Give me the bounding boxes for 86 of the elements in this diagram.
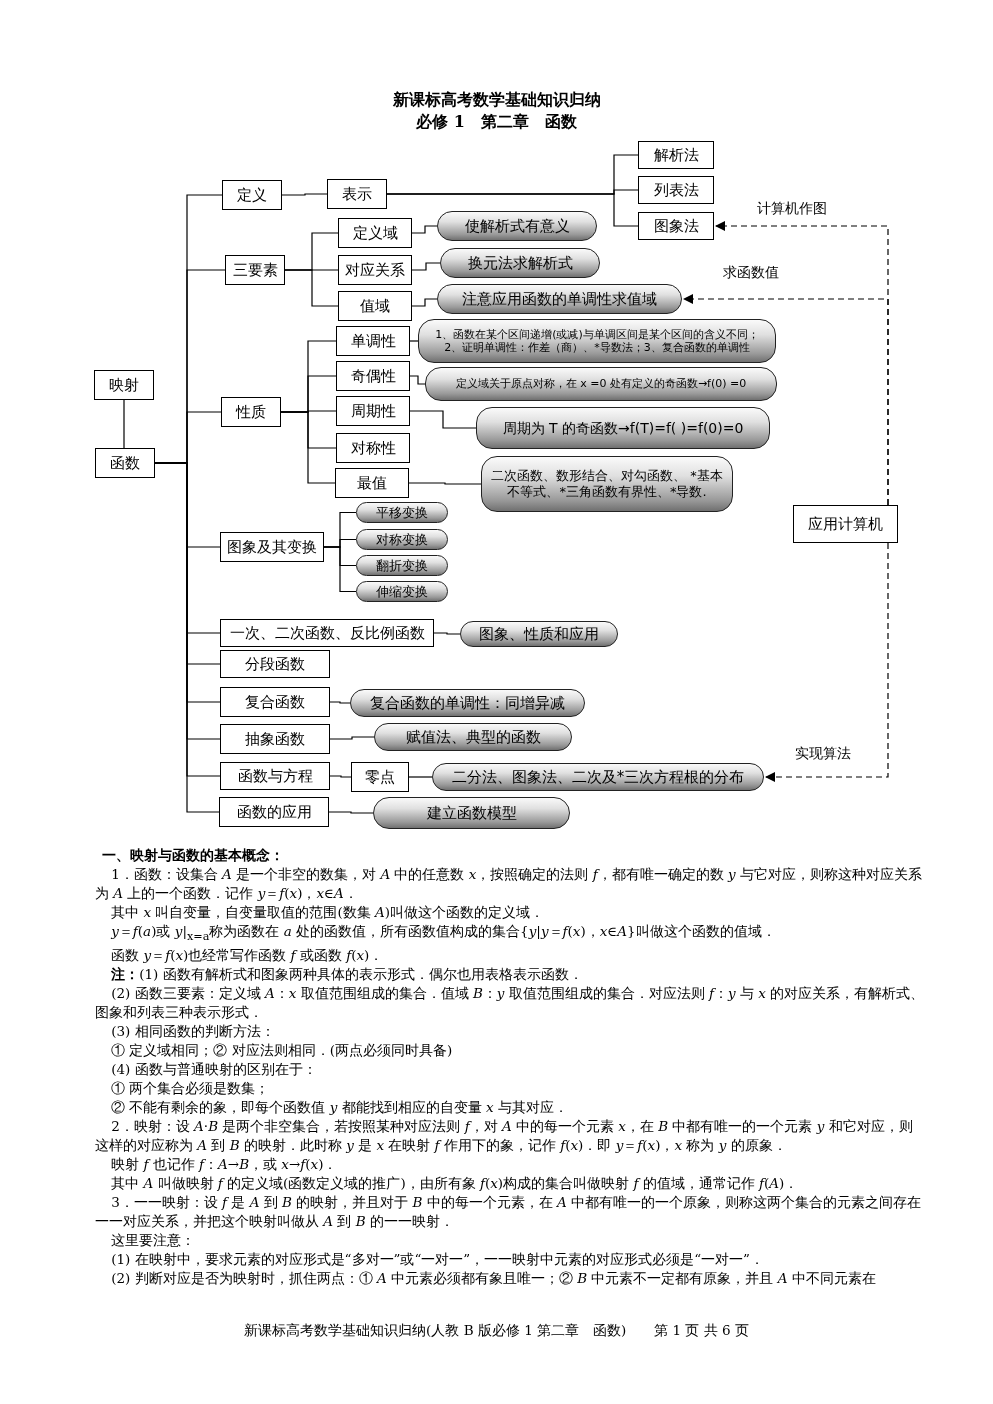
connector-line xyxy=(411,262,441,271)
concept-box: 单调性 xyxy=(336,326,410,356)
paragraph: 注：(1) 函数有解析式和图象两种具体的表示形式．偶尔也用表格表示函数． xyxy=(110,964,584,984)
paragraph: (2) 判断对应是否为映射时，抓住两点：① A 中元素必须都有象且唯一；② B 中元素不一定都有原象，并且 A 中不同元素在 xyxy=(110,1268,877,1288)
connector-line xyxy=(329,736,375,740)
concept-box: 图象法 xyxy=(638,212,714,240)
paragraph: ① 两个集合必须是数集； xyxy=(110,1078,271,1098)
paragraph: (4) 函数与普通映射的区别在于： xyxy=(110,1059,318,1079)
paragraph: (3) 相同函数的判断方法： xyxy=(110,1021,276,1041)
connector-line xyxy=(284,269,339,307)
note-pill: 赋值法、典型的函数 xyxy=(374,723,572,751)
note-pill: 图象、性质和应用 xyxy=(460,621,618,647)
connector-line xyxy=(408,776,433,778)
paragraph: 这里要注意： xyxy=(110,1230,197,1250)
connector-line xyxy=(281,193,328,196)
paragraph: ① 定义域相同；② 对应法则相同．(两点必须同时具备) xyxy=(110,1040,454,1060)
note-pill: 换元法求解析式 xyxy=(440,248,600,278)
connector-line xyxy=(411,298,438,307)
connector-line xyxy=(329,701,351,704)
concept-box: 图象及其变换 xyxy=(220,532,324,562)
dashed-arrow xyxy=(765,542,889,782)
note-pill: 平移变换 xyxy=(356,502,448,523)
note-pill: 使解析式有意义 xyxy=(437,211,597,241)
concept-box: 奇偶性 xyxy=(336,361,410,391)
connector-line xyxy=(409,340,419,342)
title: 新课标高考数学基础知识归纳 xyxy=(391,90,602,111)
connector-line xyxy=(408,482,482,485)
paragraph: 映射 f 也记作 f：A→B，或 x→f(x)． xyxy=(110,1154,339,1174)
concept-box: 一次、二次函数、反比例函数 xyxy=(220,619,434,647)
note-pill: 翻折变换 xyxy=(356,555,448,576)
note-pill: 二分法、图象法、二次及*三次方程根的分布 xyxy=(432,763,764,791)
note-pill: 对称变换 xyxy=(356,529,448,550)
concept-box: 映射 xyxy=(94,370,154,400)
edge-label: 实现算法 xyxy=(795,745,851,763)
concept-box: 应用计算机 xyxy=(793,505,898,543)
footer-text: 新课标高考数学基础知识归纳(人教 B 版必修 1 第二章 函数) 第 1 页 共 6 页 xyxy=(243,1322,750,1340)
connector-line xyxy=(280,411,336,484)
concept-box: 值域 xyxy=(338,291,412,321)
concept-box: 对应关系 xyxy=(338,255,412,285)
paragraph: ② 不能有剩余的象，即每个函数值 y 都能找到相应的自变量 x 与其对应． xyxy=(110,1097,569,1117)
edge-label: 求函数值 xyxy=(723,264,779,282)
concept-box: 三要素 xyxy=(225,255,285,285)
connector-line xyxy=(328,811,374,814)
concept-box: 定义 xyxy=(222,180,282,210)
note-pill: 建立函数模型 xyxy=(373,797,570,829)
concept-box: 复合函数 xyxy=(220,687,330,717)
note-pill: 伸缩变换 xyxy=(356,581,448,602)
connector-line xyxy=(411,225,438,234)
note-pill: 复合函数的单调性：同增异减 xyxy=(350,689,585,717)
dashed-arrow xyxy=(683,294,889,506)
concept-box: 表示 xyxy=(327,179,387,209)
note-pill: 二次函数、数形结合、对勾函数、 *基本不等式、*三角函数有界性、*导数. xyxy=(481,456,733,512)
connector-line xyxy=(409,410,477,429)
section-heading: 一、映射与函数的基本概念： xyxy=(100,846,285,865)
note-pill: 定义域关于原点对称，在 x =0 处有定义的奇函数→f(0) =0 xyxy=(425,367,777,401)
connector-line xyxy=(433,632,461,635)
concept-box: 零点 xyxy=(351,762,409,792)
note-pill: 周期为 T 的奇函数→f(T)=f( )=f(0)=0 xyxy=(476,407,770,449)
concept-box: 列表法 xyxy=(638,176,714,204)
connector-line xyxy=(123,399,125,449)
paragraph: 其中 A 叫做映射 f 的定义域(函数定义域的推广)，由所有象 f(x)构成的集合叫做映射 f 的值域，通常记作 f(A)． xyxy=(110,1173,800,1193)
concept-box: 函数 xyxy=(95,448,155,478)
paragraph: 3．一一映射：设 f 是 A 到 B 的映射，并且对于 B 中的每一个元素，在 A 中都有唯一的一个原象，则称这两个集合的元素之间存在一一对应关系，并把这个映射叫做从 A 到 B 的一一映射． xyxy=(95,1192,923,1231)
paragraph: y＝f(a)或 y|$_{x=a}$称为函数在 a 处的函数值，所有函数值构成的集合{y|y＝f(x)，x∈A}叫做这个函数的值域． xyxy=(110,922,777,945)
concept-box: 抽象函数 xyxy=(220,724,330,754)
edge-label: 计算机作图 xyxy=(757,200,827,218)
note-pill: 1、函数在某个区间递增(或减)与单调区间是某个区间的含义不同；2、证明单调性：作差（商）、*导数法；3、复合函数的单调性 xyxy=(418,319,776,363)
concept-box: 函数的应用 xyxy=(219,797,329,827)
paragraph: 其中 x 叫自变量，自变量取值的范围(数集 A)叫做这个函数的定义域． xyxy=(110,903,545,922)
concept-box: 对称性 xyxy=(336,433,410,463)
connector-line xyxy=(323,546,357,593)
paragraph: (2) 函数三要素：定义域 A：x 取值范围组成的集合．值域 B：y 取值范围组成的集合．对应法则 f：y 与 x 的对应关系，有解析式、图象和列表三种表示形式． xyxy=(95,983,925,1022)
concept-box: 解析法 xyxy=(638,141,714,169)
concept-box: 分段函数 xyxy=(220,650,330,678)
note-pill: 注意应用函数的单调性求值域 xyxy=(437,284,682,314)
paragraph: 函数 y＝f(x)也经常写作函数 f 或函数 f(x)． xyxy=(110,945,385,965)
concept-box: 性质 xyxy=(221,397,281,427)
connector-line xyxy=(329,775,352,778)
concept-box: 函数与方程 xyxy=(220,762,330,790)
connector-line xyxy=(409,375,426,385)
concept-box: 最值 xyxy=(335,468,409,498)
concept-box: 定义域 xyxy=(338,218,412,248)
connector-line xyxy=(386,193,639,227)
paragraph: (1) 在映射中，要求元素的对应形式是“多对一”或“一对一”，一一映射中元素的对应形式必须是“一对一”． xyxy=(110,1249,765,1269)
concept-box: 周期性 xyxy=(336,396,410,426)
subtitle: 必修 1 第二章 函数 xyxy=(415,112,578,133)
